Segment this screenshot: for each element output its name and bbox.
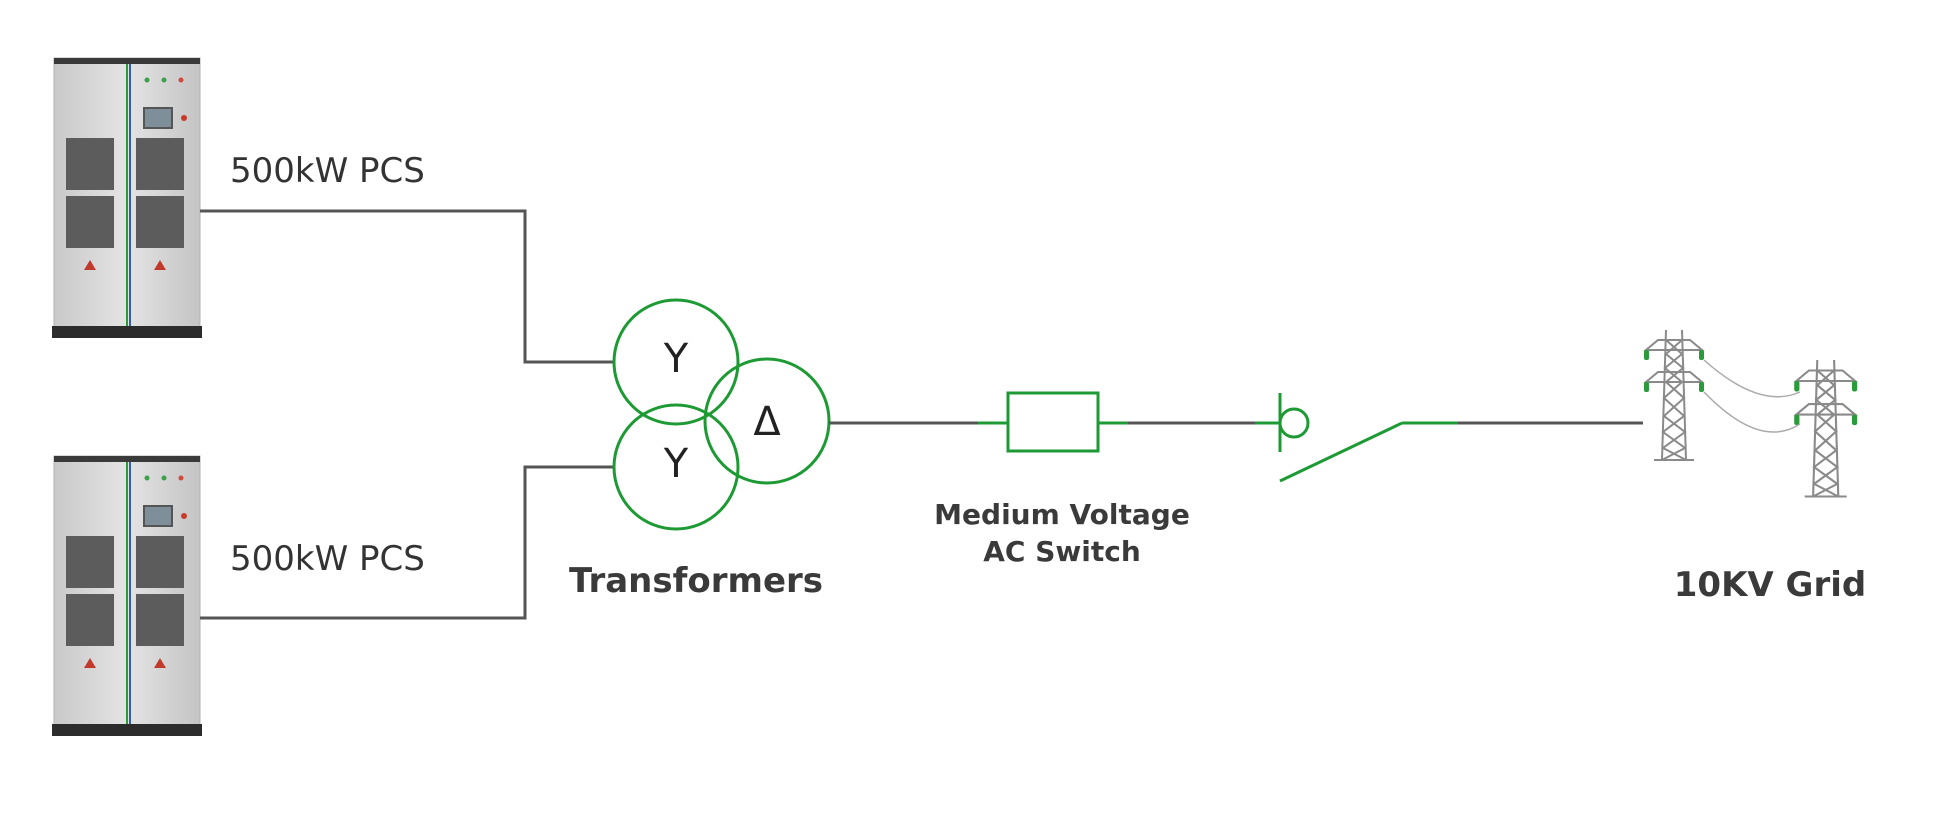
transmission-tower-icon — [1643, 329, 1705, 461]
transmission-tower-icon — [1793, 358, 1859, 498]
transformer-symbol — [612, 298, 831, 531]
pcs-label-bottom: 500kW PCS — [230, 539, 425, 579]
wye-symbol-top: Y — [663, 336, 689, 382]
wire-pcs-bottom — [200, 465, 614, 620]
switch-label-line1: Medium Voltage — [934, 498, 1190, 531]
wye-symbol-bottom: Y — [663, 441, 689, 487]
pcs-cabinet-icon — [51, 57, 203, 339]
grid-label: 10KV Grid — [1674, 565, 1866, 605]
disconnector-symbol — [1278, 393, 1458, 483]
delta-symbol: Δ — [753, 399, 781, 445]
ac-switch-symbol — [1006, 391, 1100, 453]
transformers-label: Transformers — [569, 561, 823, 601]
conductor-wires — [1703, 359, 1801, 433]
switch-label-line2: AC Switch — [983, 535, 1141, 568]
wire-pcs-top — [200, 209, 614, 364]
pcs-label-top: 500kW PCS — [230, 151, 425, 191]
pcs-cabinet-icon — [51, 455, 203, 737]
